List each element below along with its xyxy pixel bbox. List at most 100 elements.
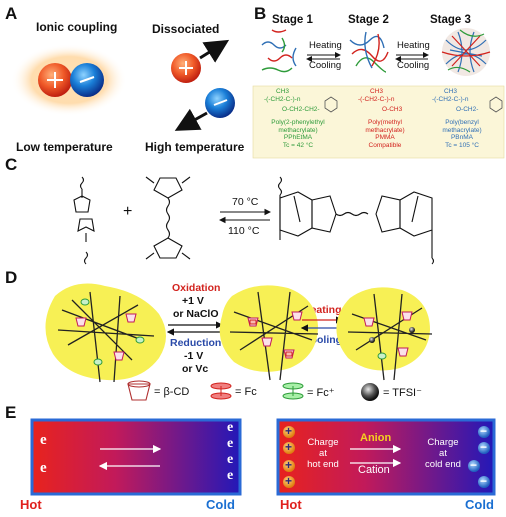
polymer-structures-box xyxy=(252,85,505,159)
pbnma-name-1: Poly(benzyl xyxy=(445,119,479,126)
cation-label: Cation xyxy=(358,464,390,476)
stage1-label: Stage 1 xyxy=(272,14,313,26)
ox-condition-1: +1 V xyxy=(182,295,204,307)
pmma-abbrev: PMMA xyxy=(375,134,395,141)
cation-sign-2: + xyxy=(285,440,293,454)
pmma-name-2: methacrylate) xyxy=(365,126,405,134)
hot-end-cations xyxy=(283,426,295,488)
panel-e-label: E xyxy=(5,403,17,422)
reverse-temperature: 110 °C xyxy=(228,225,260,237)
anion-sign-4: − xyxy=(480,474,488,488)
forward-temperature: 70 °C xyxy=(232,196,259,208)
charge-hot-line-1: Charge xyxy=(307,437,339,448)
stage1-chains xyxy=(261,29,297,73)
furan-groups xyxy=(73,176,95,265)
cation-arrow xyxy=(199,39,230,63)
pmma-compatible: Compatible xyxy=(368,141,402,149)
legend-fc-plus: = Fc⁺ xyxy=(307,387,335,399)
hot-label-right: Hot xyxy=(280,497,302,512)
high-temperature-label: High temperature xyxy=(145,140,245,154)
pmma-backbone: -(-CH2-C-)-n xyxy=(358,96,395,103)
charge-hot-text: Charge at hot end xyxy=(298,437,348,470)
ppheta-name-2: methacrylate) xyxy=(278,126,318,134)
ppheta-backbone: -(-CH2-C-)-n xyxy=(264,96,301,103)
charge-hot-line-2: at xyxy=(319,448,327,459)
anion-sign-2: − xyxy=(480,440,488,454)
ppheta-ch3: CH3 xyxy=(276,88,290,95)
polymer-pmma: Poly(methyl methacrylate) PMMA Compatibl… xyxy=(350,119,420,149)
charge-cold-text: Charge at cold end xyxy=(418,437,468,470)
stage3-network xyxy=(441,28,491,76)
cation-sign-1: + xyxy=(285,424,293,438)
electron-cold-3: e xyxy=(227,452,234,467)
anion-sign-3: − xyxy=(470,458,478,472)
pbnma-ch3: CH3 xyxy=(444,88,458,95)
pmma-name-1: Poly(methyl xyxy=(368,119,402,126)
red-condition-1: -1 V xyxy=(184,350,204,362)
benzene-rings xyxy=(324,96,503,113)
electron-hot-2: e xyxy=(40,460,47,476)
minus-mark xyxy=(79,76,95,83)
anion-sign-1: − xyxy=(480,424,488,438)
panel-b-label: B xyxy=(254,4,267,23)
legend-fc-icon xyxy=(210,382,232,400)
ppheta-tc: Tc = 42 °C xyxy=(282,141,314,149)
low-temperature-label: Low temperature xyxy=(16,140,113,154)
ion-bar xyxy=(276,418,496,496)
legend-fc-plus-icon xyxy=(282,382,304,400)
dissociated-label: Dissociated xyxy=(152,22,220,36)
pbnma-tail: O-CH2- xyxy=(456,106,479,113)
cold-label-right: Cold xyxy=(465,497,494,512)
red-condition-2: or Vc xyxy=(182,363,209,375)
charge-cold-line-1: Charge xyxy=(427,437,459,448)
hot-label-left: Hot xyxy=(20,497,42,512)
electron-cold-1: e xyxy=(227,420,234,435)
legend-tfsi: = TFSI⁻ xyxy=(383,387,422,399)
legend-beta-cd: = β-CD xyxy=(154,386,190,398)
cooling-label-2: Cooling xyxy=(397,60,430,71)
gel-network-1 xyxy=(45,283,166,383)
electron-hot-1: e xyxy=(40,432,47,448)
heating-label-1: Heating xyxy=(309,40,342,51)
panel-d-label: D xyxy=(5,268,18,287)
pmma-tail: O-CH3 xyxy=(382,106,403,113)
ppheta-abbrev: PPhEtMA xyxy=(283,134,313,141)
legend-tfsi-icon xyxy=(361,383,379,401)
ppheta-name-1: Poly(2-phenylethyl xyxy=(271,119,325,126)
pbnma-name-2: methacrylate) xyxy=(442,126,482,134)
charge-cold-line-3: cold end xyxy=(425,459,461,470)
pbnma-backbone: -(-CH2-C-)-n xyxy=(432,96,469,103)
plus-mark xyxy=(47,72,63,88)
ppheta-tail: O-CH2-CH2- xyxy=(282,106,320,113)
stage3-label: Stage 3 xyxy=(430,14,471,26)
polymer-pbnma: Poly(benzyl methacrylate) PBnMA Tc = 105… xyxy=(425,119,499,149)
panel-c-label: C xyxy=(5,155,18,174)
heating-label-2: Heating xyxy=(397,40,430,51)
gel-network-2 xyxy=(219,285,319,381)
cation-sign-4: + xyxy=(285,474,293,488)
plus-sign: + xyxy=(123,203,133,220)
polymer-ppheta: Poly(2-phenylethyl methacrylate) PPhEtMA… xyxy=(258,119,338,149)
cold-end-anions xyxy=(468,426,490,488)
panel-a-label: A xyxy=(5,4,18,23)
ionic-coupling-label: Ionic coupling xyxy=(36,20,118,34)
legend-fc: = Fc xyxy=(235,386,257,398)
diels-alder-adduct xyxy=(277,176,435,265)
anion-label: Anion xyxy=(360,432,392,444)
pbnma-tc: Tc = 105 °C xyxy=(445,141,479,149)
electron-cold-2: e xyxy=(227,436,234,451)
cooling-label-1: Cooling xyxy=(309,60,342,71)
cold-label-left: Cold xyxy=(206,497,235,512)
ox-condition-2: or NaClO xyxy=(173,308,219,320)
charge-cold-line-2: at xyxy=(439,448,447,459)
reduction-label: Reduction xyxy=(170,337,222,349)
anion-arrow xyxy=(174,108,208,131)
electron-cold-4: e xyxy=(227,468,234,483)
pbnma-abbrev: PBnMA xyxy=(450,134,474,141)
charge-hot-line-3: hot end xyxy=(307,459,339,470)
